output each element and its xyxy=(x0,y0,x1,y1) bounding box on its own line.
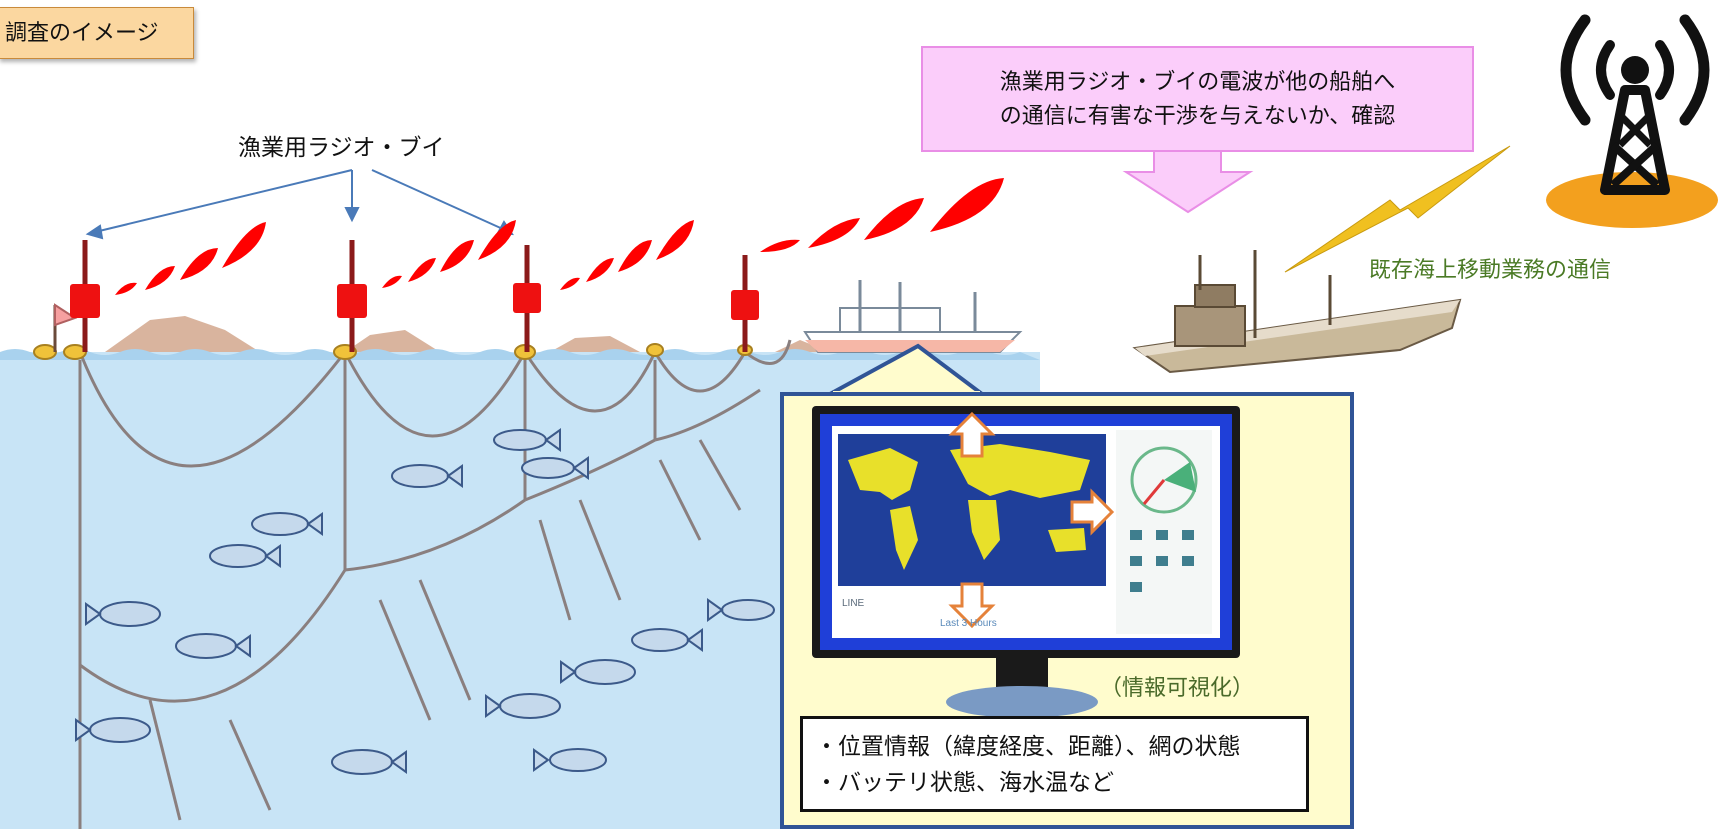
interference-check-callout: 漁業用ラジオ・ブイの電波が他の船舶へ の通信に有害な干渉を与えないか、確認 xyxy=(921,46,1474,152)
radio-waves xyxy=(115,178,1004,295)
lightning-bolt xyxy=(1284,145,1511,273)
callout-line-2: の通信に有害な干渉を与えないか、確認 xyxy=(999,104,1396,129)
expand-arrows xyxy=(948,411,1115,629)
callout-down-arrow xyxy=(1122,149,1254,214)
marker-flag xyxy=(53,303,78,352)
fish xyxy=(75,428,775,775)
fishing-boat xyxy=(803,280,1023,353)
screen-bottom-center-text: Last 3 Hours xyxy=(940,618,997,629)
info-line-2: ・バッテリ状態、海水温など xyxy=(815,770,1114,796)
info-details-box: ・位置情報（緯度経度、距離）、網の状態 ・バッテリ状態、海水温など xyxy=(800,716,1309,812)
radio-buoy-label: 漁業用ラジオ・ブイ xyxy=(238,135,445,161)
mountains xyxy=(105,316,830,352)
visualization-label: （情報可視化） xyxy=(1100,676,1255,701)
screen-bottom-left-text: LINE xyxy=(842,598,865,609)
callout-line-1: 漁業用ラジオ・ブイの電波が他の船舶へ xyxy=(999,70,1396,95)
existing-maritime-comm-label: 既存海上移動業務の通信 xyxy=(1369,258,1612,283)
diagram-title: 調査のイメージ xyxy=(0,7,194,59)
net-ropes xyxy=(78,339,792,829)
info-line-1: ・位置情報（緯度経度、距離）、網の状態 xyxy=(815,734,1241,760)
label-arrows xyxy=(85,169,514,240)
radio-buoys xyxy=(70,240,759,352)
world-map xyxy=(838,434,1106,586)
monitor-icon: LINE Last 3 Hours xyxy=(812,406,1240,718)
radio-tower-icon xyxy=(1546,14,1718,228)
ship-photo xyxy=(1132,250,1462,374)
